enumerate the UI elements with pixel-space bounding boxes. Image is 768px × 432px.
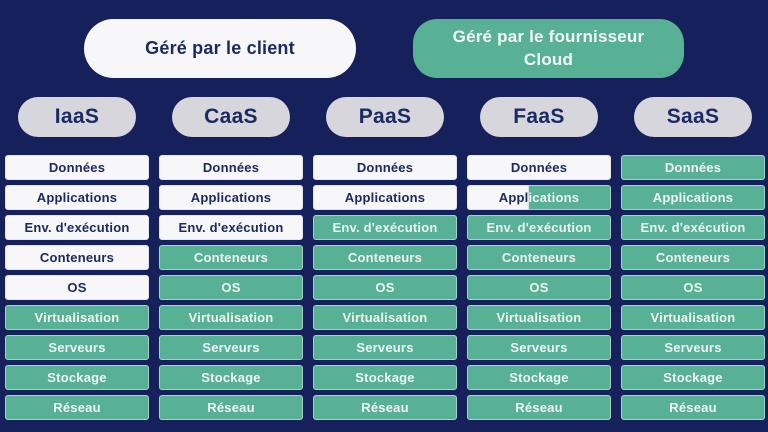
cell-caas-conteneurs: Conteneurs	[159, 245, 303, 270]
column-header-paas: PaaS	[326, 97, 444, 137]
cell-iaas-applications: Applications	[5, 185, 149, 210]
column-saas: SaaS Données Applications Env. d'exécuti…	[621, 97, 765, 425]
cell-faas-donnees: Données	[467, 155, 611, 180]
cell-paas-env-execution: Env. d'exécution	[313, 215, 457, 240]
cell-paas-os: OS	[313, 275, 457, 300]
cell-faas-virtualisation: Virtualisation	[467, 305, 611, 330]
legend-cloud-pill: Géré par le fournisseur Cloud	[413, 19, 684, 78]
cell-paas-applications: Applications	[313, 185, 457, 210]
cell-faas-stockage: Stockage	[467, 365, 611, 390]
cell-saas-serveurs: Serveurs	[621, 335, 765, 360]
cell-iaas-stockage: Stockage	[5, 365, 149, 390]
cell-caas-donnees: Données	[159, 155, 303, 180]
cell-iaas-os: OS	[5, 275, 149, 300]
cell-iaas-reseau: Réseau	[5, 395, 149, 420]
cell-saas-virtualisation: Virtualisation	[621, 305, 765, 330]
cell-faas-applications-cloud-part: Applications	[528, 185, 611, 210]
cell-faas-applications-split: Applications Applications	[467, 185, 611, 210]
legend-client-pill: Géré par le client	[84, 19, 356, 78]
legend-cloud-label: Géré par le fournisseur Cloud	[452, 26, 645, 69]
service-models-table: IaaS Données Applications Env. d'exécuti…	[5, 97, 765, 425]
cell-caas-applications: Applications	[159, 185, 303, 210]
cell-paas-stockage: Stockage	[313, 365, 457, 390]
cell-caas-virtualisation: Virtualisation	[159, 305, 303, 330]
cell-faas-reseau: Réseau	[467, 395, 611, 420]
cell-iaas-serveurs: Serveurs	[5, 335, 149, 360]
cell-saas-stockage: Stockage	[621, 365, 765, 390]
column-header-saas: SaaS	[634, 97, 752, 137]
cell-caas-os: OS	[159, 275, 303, 300]
cell-paas-conteneurs: Conteneurs	[313, 245, 457, 270]
cell-paas-reseau: Réseau	[313, 395, 457, 420]
cell-faas-serveurs: Serveurs	[467, 335, 611, 360]
cell-faas-applications-client-part: Applications	[467, 185, 529, 210]
cell-faas-env-execution: Env. d'exécution	[467, 215, 611, 240]
cell-faas-os: OS	[467, 275, 611, 300]
cell-saas-os: OS	[621, 275, 765, 300]
cell-faas-conteneurs: Conteneurs	[467, 245, 611, 270]
cell-iaas-conteneurs: Conteneurs	[5, 245, 149, 270]
cell-caas-serveurs: Serveurs	[159, 335, 303, 360]
cell-iaas-env-execution: Env. d'exécution	[5, 215, 149, 240]
column-header-faas: FaaS	[480, 97, 598, 137]
column-header-caas: CaaS	[172, 97, 290, 137]
cell-paas-virtualisation: Virtualisation	[313, 305, 457, 330]
cell-saas-env-execution: Env. d'exécution	[621, 215, 765, 240]
legend-client-label: Géré par le client	[145, 38, 295, 58]
column-faas: FaaS Données Applications Applications E…	[467, 97, 611, 425]
cell-iaas-donnees: Données	[5, 155, 149, 180]
cell-caas-stockage: Stockage	[159, 365, 303, 390]
cell-paas-serveurs: Serveurs	[313, 335, 457, 360]
column-iaas: IaaS Données Applications Env. d'exécuti…	[5, 97, 149, 425]
cell-saas-donnees: Données	[621, 155, 765, 180]
cell-caas-reseau: Réseau	[159, 395, 303, 420]
column-caas: CaaS Données Applications Env. d'exécuti…	[159, 97, 303, 425]
cell-saas-applications: Applications	[621, 185, 765, 210]
cell-saas-conteneurs: Conteneurs	[621, 245, 765, 270]
column-header-iaas: IaaS	[18, 97, 136, 137]
cell-iaas-virtualisation: Virtualisation	[5, 305, 149, 330]
cell-saas-reseau: Réseau	[621, 395, 765, 420]
column-paas: PaaS Données Applications Env. d'exécuti…	[313, 97, 457, 425]
cell-caas-env-execution: Env. d'exécution	[159, 215, 303, 240]
cell-paas-donnees: Données	[313, 155, 457, 180]
